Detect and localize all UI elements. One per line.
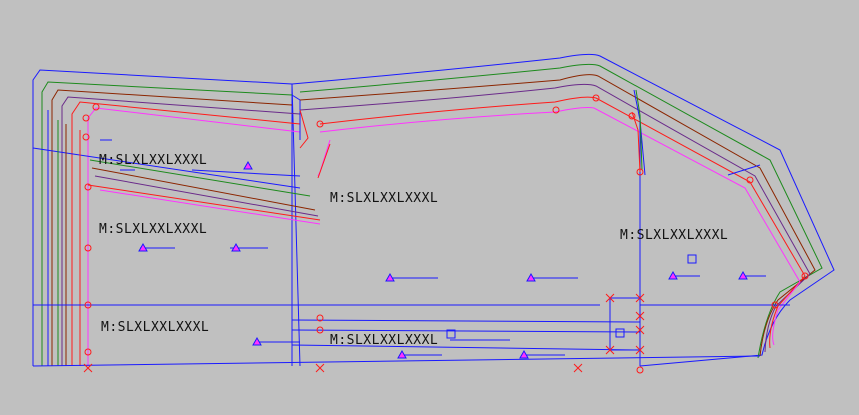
circle-cross-icon[interactable]: [84, 183, 92, 191]
circle-cross-icon[interactable]: [771, 301, 779, 309]
pocket-rect: [609, 297, 641, 351]
circle-cross-icon[interactable]: [746, 176, 754, 184]
circle-cross-icon[interactable]: [628, 112, 636, 120]
circle-cross-icon[interactable]: [82, 133, 90, 141]
back-seam-red: [87, 184, 321, 221]
back-seam-blue: [32, 147, 301, 189]
size-label-front: M:SLXLXXLXXXL: [620, 228, 728, 243]
triangle-marker-icon[interactable]: [385, 272, 395, 282]
triangle-marker-icon[interactable]: [243, 160, 253, 170]
back-outline-green: [41, 81, 293, 366]
square-marker-icon[interactable]: [615, 328, 625, 338]
back-dart-red2: [317, 143, 331, 179]
front-outline-magenta: [319, 107, 801, 346]
back-outline-red: [71, 101, 301, 366]
square-marker-icon[interactable]: [446, 329, 456, 339]
size-label-back-upper: M:SLXLXXLXXXL: [99, 153, 207, 168]
triangle-marker-icon[interactable]: [397, 349, 407, 359]
size-label-side: M:SLXLXXLXXXL: [330, 191, 438, 206]
back-outline-purple: [61, 96, 301, 366]
back-piece[interactable]: [32, 69, 331, 367]
triangle-marker-icon[interactable]: [252, 336, 262, 346]
triangle-marker-icon[interactable]: [526, 272, 536, 282]
back-seam-brown: [91, 167, 316, 211]
circle-cross-icon[interactable]: [636, 168, 644, 176]
cross-marker-icon[interactable]: [315, 363, 325, 373]
front-outline-red: [319, 96, 806, 349]
triangle-marker-icon[interactable]: [738, 270, 748, 280]
back-seam-green: [89, 159, 311, 197]
circle-cross-icon[interactable]: [552, 106, 560, 114]
cross-marker-icon[interactable]: [573, 363, 583, 373]
size-labels: M:SLXLXXLXXXL M:SLXLXXLXXXL M:SLXLXXLXXX…: [99, 153, 728, 348]
cross-marker-icon[interactable]: [635, 345, 645, 355]
pocket-line-1: [291, 319, 641, 323]
hem-line-blue: [32, 355, 761, 367]
circle-cross-icon[interactable]: [84, 244, 92, 252]
triangle-marker-icon[interactable]: [138, 242, 148, 252]
triangle-marker-icon[interactable]: [231, 242, 241, 252]
back-dart-magenta: [317, 139, 331, 177]
ref-line-right: [727, 164, 761, 176]
circle-cross-icon[interactable]: [636, 366, 644, 374]
circle-cross-icon[interactable]: [316, 314, 324, 322]
drill-markers[interactable]: [446, 254, 697, 339]
front-outline-purple: [299, 83, 811, 353]
circle-cross-icon[interactable]: [316, 326, 324, 334]
cross-marker-icon[interactable]: [605, 293, 615, 303]
grain-markers[interactable]: [138, 160, 748, 359]
triangle-marker-icon[interactable]: [519, 349, 529, 359]
circle-cross-icon[interactable]: [84, 301, 92, 309]
pocket-line-3: [291, 344, 641, 351]
back-dart-red: [299, 109, 309, 149]
back-seam-magenta: [99, 189, 321, 225]
ref-line-1: [191, 169, 301, 177]
point-markers[interactable]: [82, 94, 809, 374]
size-label-pocket: M:SLXLXXLXXXL: [330, 333, 438, 348]
front-outline-brown: [299, 74, 816, 357]
square-marker-icon[interactable]: [687, 254, 697, 264]
back-seam-purple: [94, 175, 319, 217]
triangle-marker-icon[interactable]: [668, 270, 678, 280]
cross-marker-icon[interactable]: [635, 311, 645, 321]
front-outline-green: [299, 63, 823, 359]
circle-cross-icon[interactable]: [84, 348, 92, 356]
size-label-back-middle: M:SLXLXXLXXXL: [99, 222, 207, 237]
circle-cross-icon[interactable]: [82, 114, 90, 122]
circle-cross-icon[interactable]: [92, 103, 100, 111]
back-outline-blue: [32, 69, 301, 367]
back-outline-brown: [51, 89, 293, 366]
size-label-back-lower: M:SLXLXXLXXXL: [101, 320, 209, 335]
back-outline-magenta: [87, 107, 301, 366]
cross-marker-icon[interactable]: [83, 363, 93, 373]
cross-marker-icon[interactable]: [635, 293, 645, 303]
front-piece[interactable]: [32, 53, 835, 367]
pocket-line-2: [291, 329, 641, 333]
cross-marker-icon[interactable]: [635, 325, 645, 335]
circle-cross-icon[interactable]: [316, 120, 324, 128]
cross-marker-icon[interactable]: [605, 345, 615, 355]
notch-markers[interactable]: [83, 293, 645, 373]
front-dart-green: [635, 89, 643, 171]
circle-cross-icon[interactable]: [592, 94, 600, 102]
circle-cross-icon[interactable]: [801, 272, 809, 280]
front-outline-blue: [291, 53, 835, 367]
